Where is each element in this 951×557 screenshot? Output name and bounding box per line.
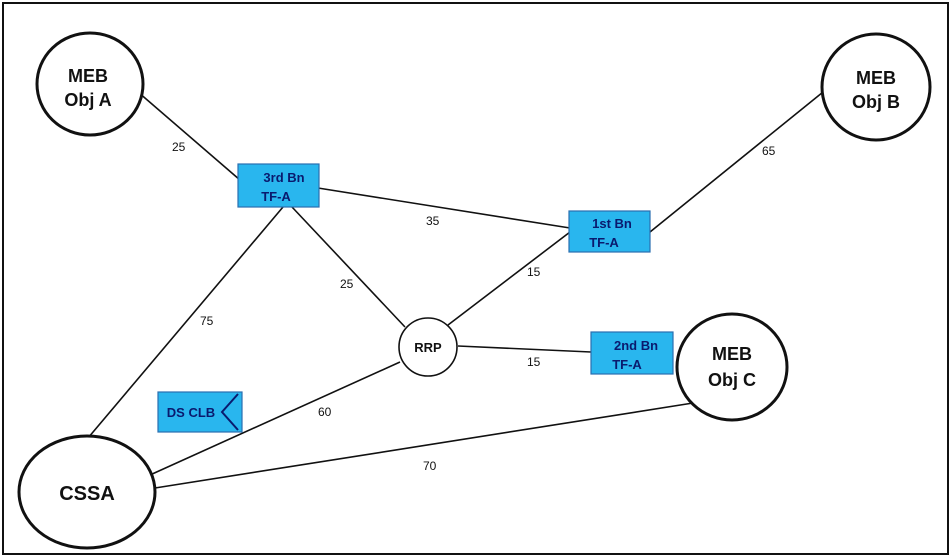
node-ds-clb[interactable]: DS CLB — [157, 391, 243, 433]
node-2nd-bn-tf-a[interactable]: 2nd Bn TF-A — [590, 331, 674, 375]
edge-meb-a-3rd-bn — [137, 91, 241, 181]
node-1st-bn-box — [568, 210, 651, 253]
node-cssa[interactable]: CSSA — [17, 434, 157, 550]
node-meb-obj-b-line2: Obj B — [852, 92, 900, 112]
edge-3rd-bn-rrp — [291, 206, 406, 328]
edge-label-1st-bn-meb-b: 65 — [762, 144, 776, 158]
edge-label-3rd-bn-1st-bn: 35 — [426, 214, 440, 228]
node-ds-clb-chevron-icon — [220, 393, 239, 431]
node-3rd-bn-tf-a[interactable]: 3rd Bn TF-A — [237, 163, 320, 208]
node-ds-clb-box — [157, 391, 243, 433]
node-2nd-bn-box — [590, 331, 674, 375]
edge-label-rrp-1st-bn: 15 — [527, 265, 541, 279]
node-meb-obj-c-line1: MEB — [712, 344, 752, 364]
node-1st-bn-line2: TF-A — [589, 235, 619, 250]
node-meb-obj-b[interactable]: MEB Obj B — [820, 32, 932, 142]
edge-label-3rd-bn-rrp: 25 — [340, 277, 354, 291]
node-2nd-bn-line1: 2nd Bn — [614, 338, 658, 353]
node-meb-obj-a[interactable]: MEB Obj A — [35, 31, 145, 137]
node-3rd-bn-box — [237, 163, 320, 208]
edge-1st-bn-meb-b — [649, 87, 829, 233]
node-meb-obj-c-line2: Obj C — [708, 370, 756, 390]
node-rrp-label: RRP — [414, 340, 442, 355]
edge-label-3rd-bn-cssa: 75 — [200, 314, 214, 328]
edge-rrp-1st-bn — [447, 231, 571, 326]
node-3rd-bn-line1: 3rd Bn — [263, 170, 304, 185]
edge-label-meb-a-3rd-bn: 25 — [172, 140, 186, 154]
edge-rrp-2nd-bn — [457, 345, 592, 353]
node-meb-obj-a-line1: MEB — [68, 66, 108, 86]
node-1st-bn-line1: 1st Bn — [592, 216, 632, 231]
edge-3rd-bn-cssa — [87, 206, 284, 439]
node-3rd-bn-line2: TF-A — [261, 189, 291, 204]
node-meb-obj-c[interactable]: MEB Obj C — [675, 312, 789, 422]
node-1st-bn-tf-a[interactable]: 1st Bn TF-A — [568, 210, 651, 253]
edge-3rd-bn-1st-bn — [317, 187, 571, 229]
node-rrp[interactable]: RRP — [398, 317, 458, 377]
edge-label-rrp-2nd-bn: 15 — [527, 355, 541, 369]
node-cssa-label: CSSA — [59, 483, 115, 505]
edge-cssa-meb-c — [154, 402, 694, 489]
edge-label-cssa-meb-c: 70 — [423, 459, 437, 473]
edge-cssa-rrp — [149, 361, 401, 476]
node-ds-clb-label: DS CLB — [167, 405, 215, 420]
edge-label-cssa-rrp: 60 — [318, 405, 332, 419]
node-meb-obj-a-line2: Obj A — [64, 90, 111, 110]
node-2nd-bn-line2: TF-A — [612, 357, 642, 372]
node-meb-obj-b-line1: MEB — [856, 68, 896, 88]
